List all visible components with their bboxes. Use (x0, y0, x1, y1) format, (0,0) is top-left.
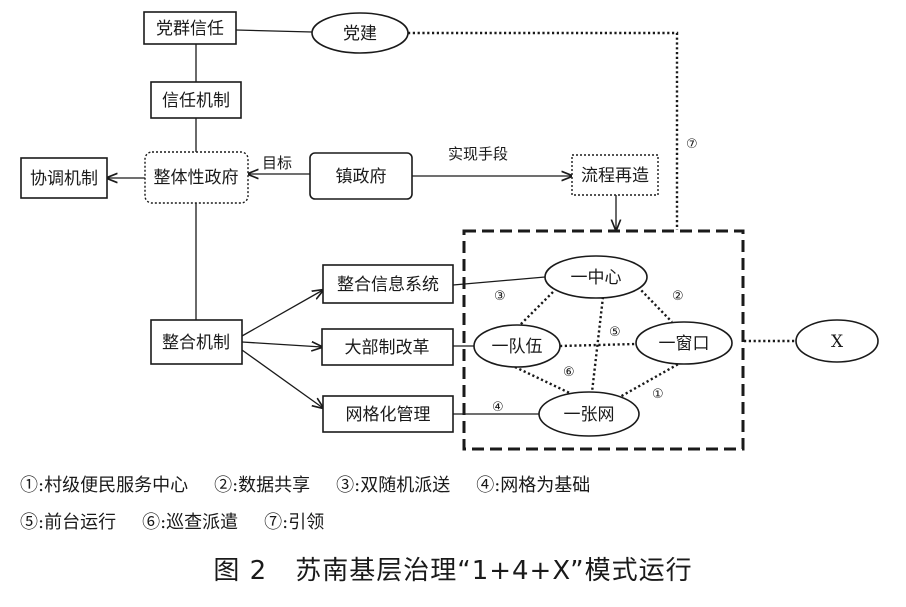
svg-text:一窗口: 一窗口 (659, 334, 710, 354)
node-zhen-zhengfu: 镇政府 (309, 152, 413, 200)
node-zhenghe-xinxi: 整合信息系统 (322, 264, 454, 304)
four-ones-frame (462, 229, 745, 451)
node-liucheng-zaizao: 流程再造 (571, 154, 659, 196)
svg-text:一队伍: 一队伍 (492, 337, 543, 357)
legend-item-3: ③:双随机派送 (336, 475, 451, 496)
governance-diagram: 党群信任 党建 信任机制 协调机制 整体性政府 镇政府 流程再造 整合信息系统 … (20, 11, 879, 451)
svg-text:信任机制: 信任机制 (162, 91, 230, 111)
edge-zhongxin-duiwu-dotted (519, 291, 554, 326)
legend-item-1: ①:村级便民服务中心 (20, 475, 189, 496)
svg-text:整合信息系统: 整合信息系统 (337, 275, 439, 295)
legend-row-2: ⑤:前台运行 ⑥:巡查派遣 ⑦:引领 (20, 508, 350, 534)
marker-2: ② (672, 289, 684, 304)
marker-1: ① (652, 387, 664, 402)
svg-text:大部制改革: 大部制改革 (345, 338, 430, 358)
node-x: X (795, 319, 879, 363)
legend-item-4: ④:网格为基础 (476, 475, 591, 496)
svg-text:流程再造: 流程再造 (581, 166, 649, 186)
figure-caption: 图 2 苏南基层治理“1+4+X”模式运行 (0, 550, 906, 587)
node-yi-zhangwang: 一张网 (538, 391, 640, 437)
svg-text:整合机制: 整合机制 (162, 333, 230, 353)
legend-item-7: ⑦:引领 (264, 512, 325, 533)
node-xinren-jizhi: 信任机制 (150, 81, 242, 119)
edge-dangjian-frame-dotted (408, 31, 679, 230)
marker-7: ⑦ (686, 137, 698, 152)
marker-6: ⑥ (563, 365, 575, 380)
edge-duiwu-zhangwang-dotted (514, 365, 579, 399)
svg-text:X: X (831, 332, 844, 352)
svg-text:一张网: 一张网 (564, 405, 615, 425)
svg-text:一中心: 一中心 (571, 268, 622, 288)
edge-dangqun-dangjian (235, 29, 313, 33)
figure-number: 图 2 (213, 556, 268, 586)
node-zhenghe-jizhi: 整合机制 (150, 319, 243, 365)
node-xietiao-jizhi: 协调机制 (20, 157, 108, 199)
marker-4: ④ (492, 400, 504, 415)
legend-item-6: ⑥:巡查派遣 (142, 512, 239, 533)
marker-3: ③ (494, 289, 506, 304)
svg-text:党群信任: 党群信任 (156, 19, 224, 39)
figure-title: 苏南基层治理“1+4+X”模式运行 (295, 556, 693, 586)
edge-xinxi-zhongxin (452, 276, 546, 286)
svg-text:镇政府: 镇政府 (336, 167, 387, 187)
node-yi-zhongxin: 一中心 (544, 255, 648, 299)
node-dangjian: 党建 (311, 12, 409, 54)
node-dangqun-xinren: 党群信任 (143, 11, 237, 45)
svg-text:整体性政府: 整体性政府 (154, 168, 239, 188)
edge-duiwu-chuangkou-dotted (559, 342, 637, 348)
edge-zhongxin-zhangwang-dotted (590, 296, 605, 393)
node-wanggehua: 网格化管理 (322, 395, 454, 433)
node-yi-duiwu: 一队伍 (473, 324, 561, 368)
edge-zhenghe-wangge (241, 349, 323, 408)
marker-5: ⑤ (609, 325, 621, 340)
label-mubiao: 目标 (262, 154, 292, 172)
edge-chuangkou-zhangwang-dotted (617, 360, 683, 400)
node-dabuzhi: 大部制改革 (321, 328, 454, 366)
legend-row-1: ①:村级便民服务中心 ②:数据共享 ③:双随机派送 ④:网格为基础 (20, 471, 616, 497)
edge-zhenghe-xinxi (241, 290, 323, 337)
edge-zhenghe-dabuzhi (241, 342, 322, 347)
svg-text:党建: 党建 (343, 24, 377, 44)
svg-text:协调机制: 协调机制 (30, 169, 98, 189)
legend-item-5: ⑤:前台运行 (20, 512, 117, 533)
legend-item-2: ②:数据共享 (214, 475, 311, 496)
svg-text:网格化管理: 网格化管理 (346, 405, 431, 425)
node-yi-chuangkou: 一窗口 (635, 321, 733, 365)
edge-zhongxin-chuangkou-dotted (637, 286, 673, 323)
node-zhengtixing-zhengfu: 整体性政府 (144, 151, 249, 204)
label-shixian-shouduan: 实现手段 (448, 145, 508, 163)
